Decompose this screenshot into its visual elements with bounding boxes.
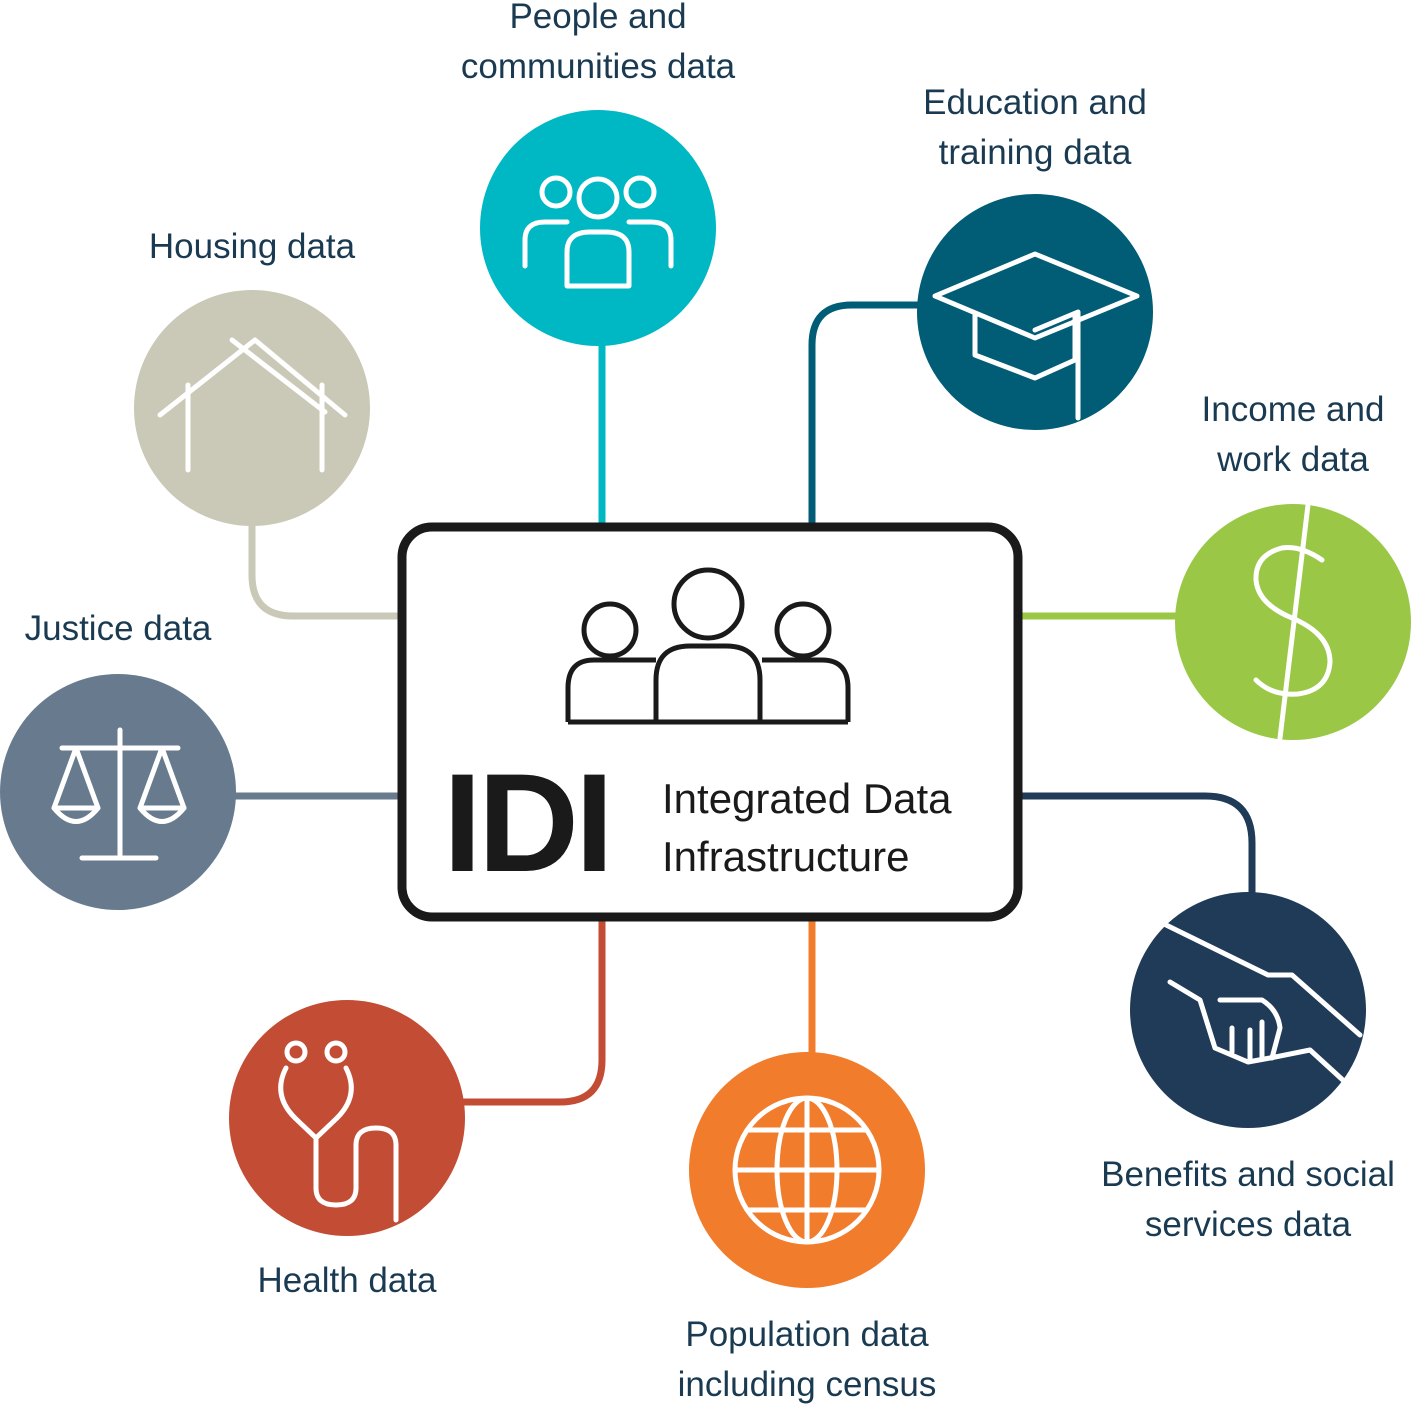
node-circle-benefits xyxy=(1130,892,1366,1128)
label-health: Health data xyxy=(257,1261,437,1300)
hub-name: Integrated Data Infrastructure xyxy=(662,770,952,886)
globe-icon xyxy=(732,1095,882,1245)
node-circle-housing xyxy=(134,290,370,526)
connector-benefits xyxy=(1020,792,1256,895)
scales-icon xyxy=(51,727,187,861)
handshake-icon xyxy=(1157,919,1363,1085)
connector-education xyxy=(808,301,920,525)
connector-housing xyxy=(248,525,405,620)
people-icon xyxy=(522,175,674,289)
house-icon xyxy=(157,337,348,473)
label-housing: Housing data xyxy=(148,227,356,266)
label-justice: Justice data xyxy=(24,609,212,648)
connector-health xyxy=(460,920,606,1106)
dollar-icon xyxy=(1253,502,1333,741)
graduation-cap-icon xyxy=(932,251,1140,421)
node-circle-education xyxy=(917,194,1153,430)
hub-name-line1: Integrated Data xyxy=(662,775,952,822)
hub-name-line2: Infrastructure xyxy=(662,833,910,880)
hub-abbreviation: IDI xyxy=(443,744,614,901)
people-group-icon xyxy=(565,567,851,725)
stethoscope-icon xyxy=(278,1040,399,1223)
node-circle-people xyxy=(480,110,716,346)
